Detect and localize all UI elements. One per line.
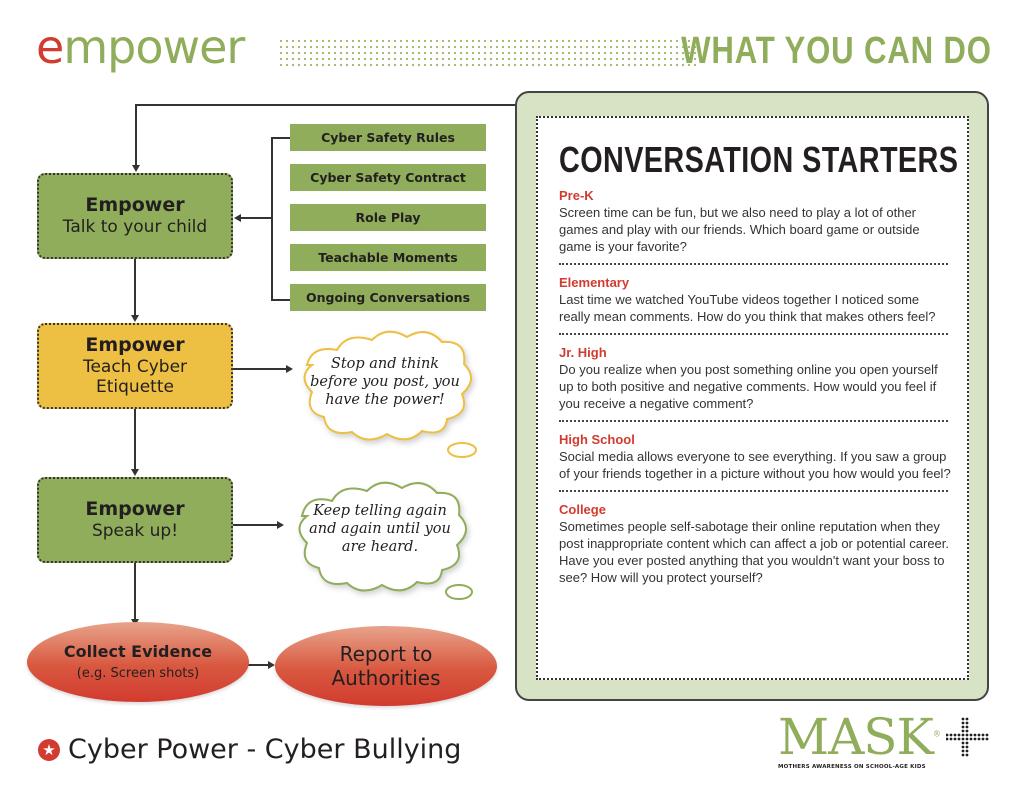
thought-line: are heard. [341,539,419,555]
thought1-text: Stop and think before you post, you have… [292,355,478,409]
step-subtitle-line2: Etiquette [96,377,174,398]
step-title: Empower [85,194,185,217]
empower-logo: empower [36,24,245,70]
section-text: Do you realize when you post something o… [559,362,938,411]
arrow-down-icon [131,469,139,476]
bracket-bottom [271,299,290,301]
section-pre-k: Pre-K Screen time can be fun, but we als… [559,187,951,255]
step-title: Empower [85,334,185,357]
evidence-subtitle: (e.g. Screen shots) [76,666,200,681]
section-text: Last time we watched YouTube videos toge… [559,292,936,324]
flow-connector-2 [134,408,136,469]
conversation-panel-inner [536,116,969,680]
step-speak-up: Empower Speak up! [37,477,233,563]
evidence-title: Collect Evidence [63,642,213,661]
thought2-text: Keep telling again and again until you a… [287,502,473,556]
section-text: Screen time can be fun, but we also need… [559,205,920,254]
step-subtitle-line1: Teach Cyber [82,357,188,377]
section-label: College [559,502,606,517]
thought-line: have the power! [325,392,445,408]
registered-mark: ® [932,729,941,739]
section-text: Sometimes people self-sabotage their onl… [559,519,950,585]
flow-connector-3 [134,562,136,620]
report-authorities-node: Report to Authorities [275,626,497,706]
step-subtitle: Talk to your child [62,217,208,238]
section-label: Pre-K [559,188,594,203]
bracket-top [271,137,290,139]
thought-line: Keep telling again [313,503,447,519]
logo-e: e [36,20,64,74]
step-title: Empower [85,498,185,521]
report-line1: Report to [339,642,433,666]
thought-cloud-yellow [303,330,477,458]
connector-to-thought2 [232,524,278,526]
collect-evidence-node: Collect Evidence (e.g. Screen shots) [27,622,249,702]
step-teach-etiquette: Empower Teach Cyber Etiquette [37,323,233,409]
logo-rest: mpower [63,20,245,74]
thought-line: before you post, you [310,374,460,390]
connector-to-thought1 [232,368,287,370]
section-divider [559,263,948,265]
arrow-left-icon [234,214,241,222]
section-label: Elementary [559,275,630,290]
section-college: College Sometimes people self-sabotage t… [559,501,951,586]
section-divider [559,333,948,335]
mask-tagline: MOTHERS AWARENESS ON SCHOOL-AGE KIDS [778,764,926,770]
mask-logo: MASK® MOTHERS AWARENESS ON SCHOOL-AGE KI… [778,712,941,770]
step-subtitle: Speak up! [91,521,179,542]
flow-connector-1 [134,258,136,315]
loop-connector-top [135,104,517,106]
section-label: High School [559,432,635,447]
report-line2: Authorities [331,666,441,690]
thought-line: and again until you [309,521,451,537]
dotted-plus-icon [946,717,989,757]
conversation-sections: Pre-K Screen time can be fun, but we als… [559,187,951,586]
arrow-right-icon [277,521,284,529]
option-cyber-safety-rules: Cyber Safety Rules [290,124,486,151]
section-divider [559,490,948,492]
bracket-connector [240,217,273,219]
arrow-down-icon [132,165,140,172]
conversation-starters-title: CONVERSATION STARTERS [559,139,959,180]
footer-title-text: Cyber Power - Cyber Bullying [68,734,462,765]
step-talk-to-child: Empower Talk to your child [37,173,233,259]
option-teachable-moments: Teachable Moments [290,244,486,271]
option-cyber-safety-contract: Cyber Safety Contract [290,164,486,191]
section-elementary: Elementary Last time we watched YouTube … [559,274,951,325]
thought-line: Stop and think [330,356,440,372]
section-jr-high: Jr. High Do you realize when you post so… [559,344,951,412]
options-bracket [271,137,273,301]
arrow-right-icon [286,365,293,373]
connector-to-report [248,664,270,666]
section-high-school: High School Social media allows everyone… [559,431,951,482]
page-title: WHAT YOU CAN DO [681,30,992,72]
section-divider [559,420,948,422]
loop-connector-down [135,104,137,166]
star-icon: ★ [38,738,60,761]
option-role-play: Role Play [290,204,486,231]
arrow-down-icon [131,315,139,322]
thought-cloud-green [298,481,473,600]
option-ongoing-conversations: Ongoing Conversations [290,284,486,311]
mask-brand: MASK [778,708,934,766]
section-text: Social media allows everyone to see ever… [559,449,951,481]
section-label: Jr. High [559,345,607,360]
dot-pattern-divider [278,38,698,68]
footer-title: ★ Cyber Power - Cyber Bullying [38,734,461,765]
arrow-right-icon [268,661,275,669]
